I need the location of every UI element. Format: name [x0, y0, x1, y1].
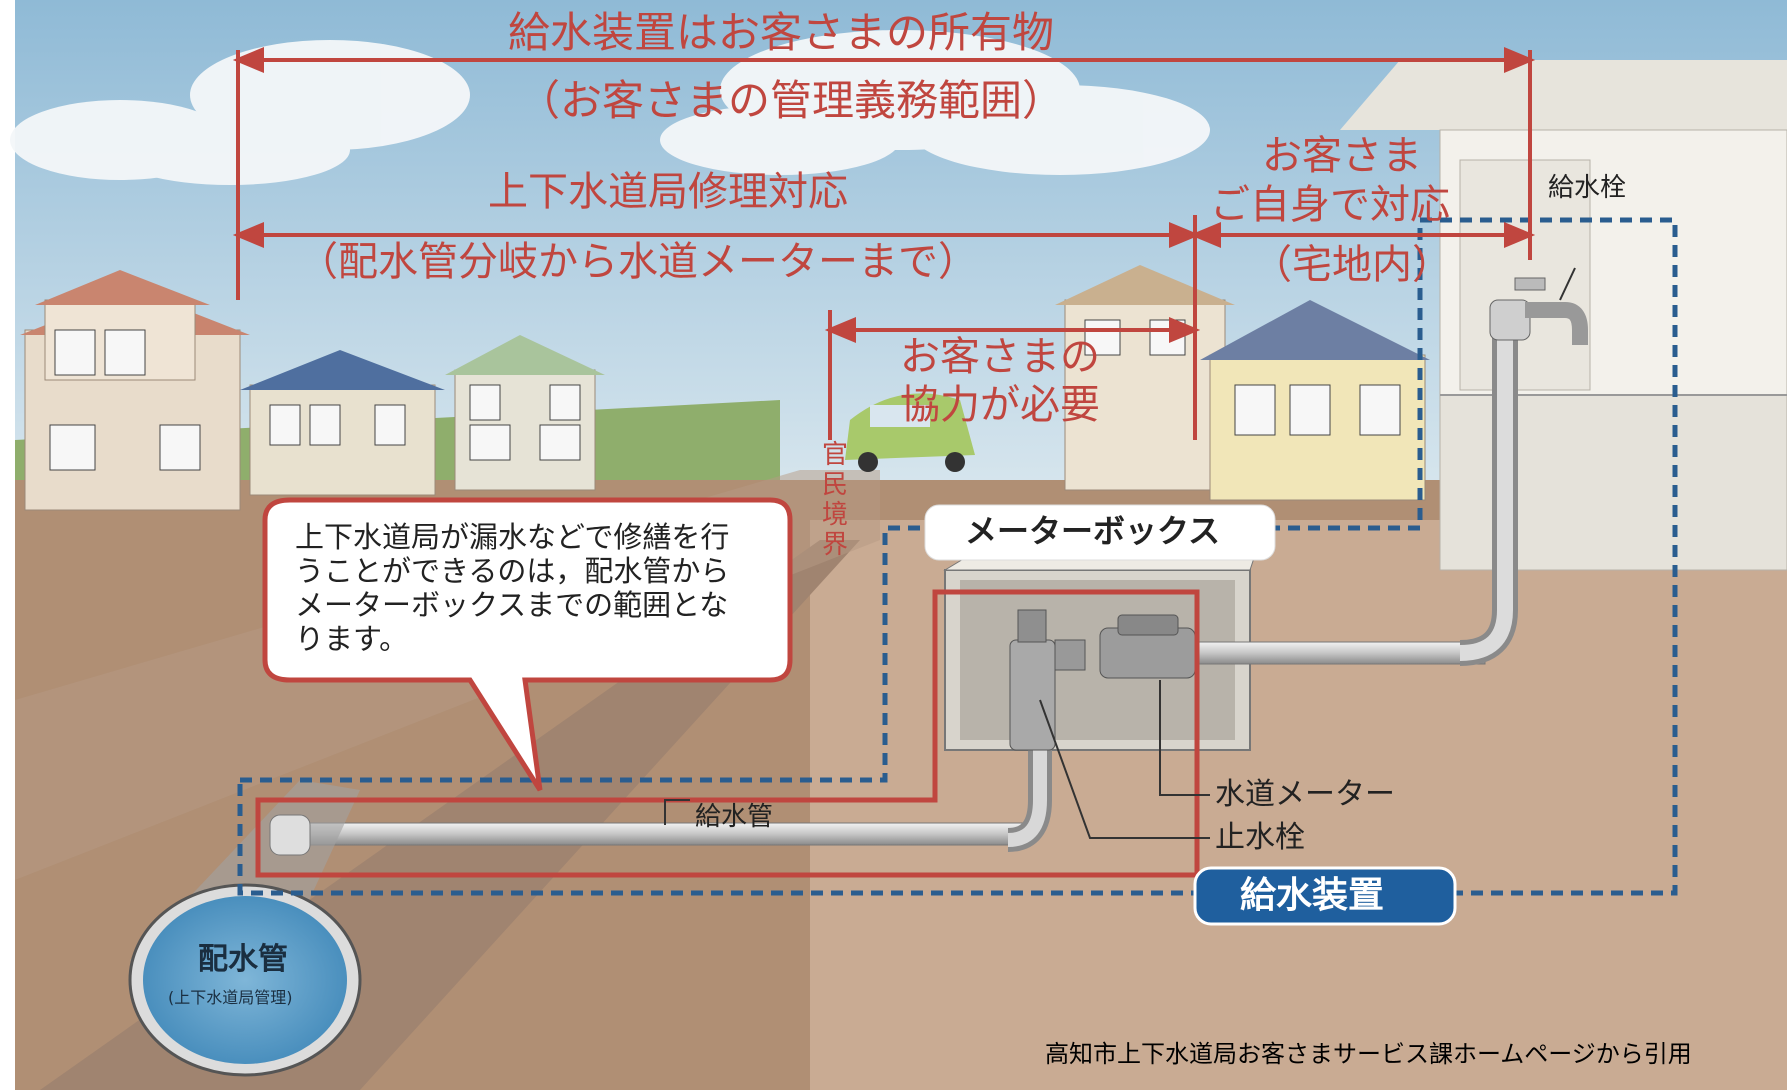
water-meter-label: 水道メーター — [1215, 777, 1395, 812]
coop-line2: 協力が必要 — [900, 382, 1100, 428]
dimension-lines — [232, 47, 1536, 440]
branch-saddle — [269, 814, 311, 856]
customer-line2: ご自身で対応 — [1210, 182, 1450, 228]
bureau-line1: 上下水道局修理対応 — [488, 169, 848, 215]
house-left-2 — [240, 350, 445, 496]
faucet-pipe-h — [1189, 641, 1486, 665]
boundary-label: 官民境界 — [821, 440, 848, 560]
stop-valve-label: 止水栓 — [1215, 820, 1305, 855]
supply-device-badge: 給水装置 — [1240, 875, 1385, 916]
main-pipe-label: 配水管 — [198, 942, 288, 977]
bureau-zone-outline — [255, 589, 1200, 878]
source-credit: 高知市上下水道局お客さまサービス課ホームページから引用 — [1045, 1040, 1692, 1068]
bureau-line2: （配水管分岐から水道メーターまで） — [298, 239, 978, 285]
meter-box-label-bg — [924, 504, 1276, 561]
speech-bubble — [262, 497, 793, 792]
supply-device-outline — [237, 217, 1678, 896]
faucet-label: 給水栓 — [1548, 173, 1627, 203]
customer-line3: （宅地内） — [1252, 242, 1452, 288]
bubble-text: 上下水道局が漏水などで修繕を行うことができるのは，配水管からメーターボックスまで… — [295, 520, 730, 656]
service-pipe-label: 給水管 — [695, 802, 774, 832]
supply-device-badge-bg — [1193, 866, 1457, 926]
customer-line1: お客さま — [1262, 133, 1422, 179]
main-pipe-sublabel: (上下水道局管理) — [168, 988, 293, 1007]
meter-box-label: メーターボックス — [965, 512, 1221, 550]
faucet-icon — [1489, 277, 1588, 345]
title-line1: 給水装置はお客さまの所有物 — [508, 8, 1055, 57]
coop-line1: お客さまの — [900, 334, 1100, 380]
house-left-1 — [20, 270, 250, 511]
stop-valve-icon — [1009, 609, 1086, 751]
service-pipe — [269, 822, 1031, 846]
car — [845, 393, 975, 472]
callout-lines — [664, 267, 1576, 839]
title-line2: （お客さまの管理義務範囲） — [518, 76, 1065, 125]
house-left-3 — [445, 335, 605, 491]
house-right-2 — [1200, 300, 1430, 501]
water-meter-icon — [1099, 614, 1196, 679]
